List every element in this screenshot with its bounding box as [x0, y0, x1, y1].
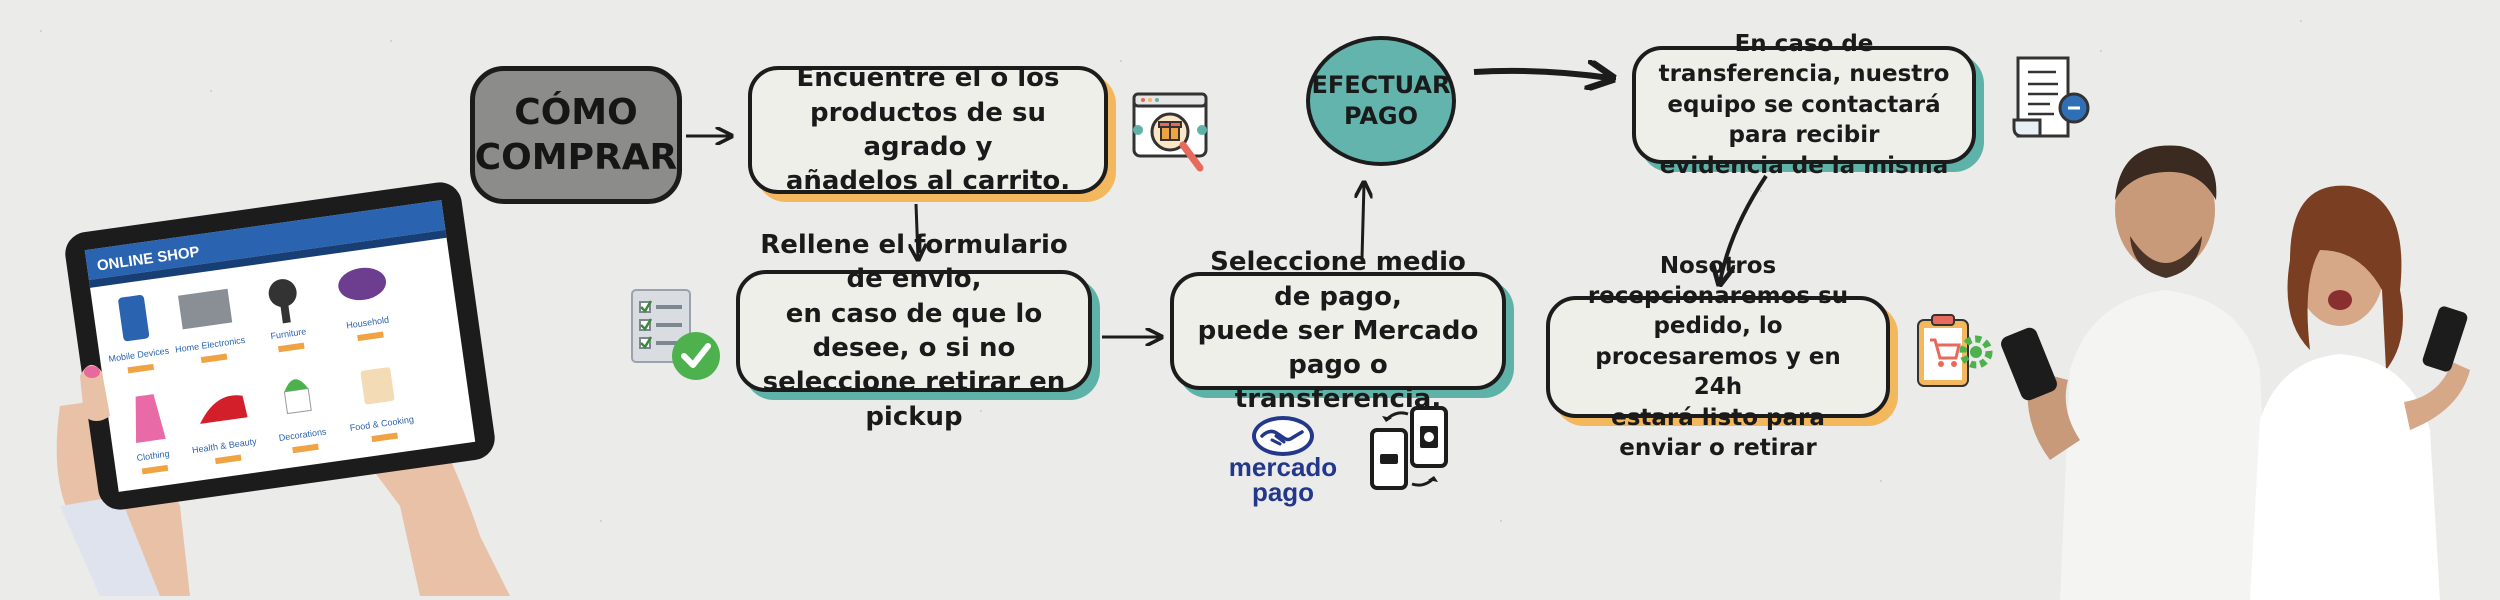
step-payment-method-line-3: transferencia. — [1234, 384, 1442, 415]
step-add-products-line-1: Encuentre el o los — [796, 63, 1060, 94]
product-label: Furniture — [270, 326, 307, 341]
step-receive-line-1: Nosotros recepcionaremos su — [1587, 252, 1849, 310]
title-line-1: CÓMO — [514, 92, 638, 133]
arrow-products-to-form — [916, 203, 918, 258]
step-transfer-line-1: En caso de transferencia, nuestro — [1658, 31, 1950, 88]
step-receive-line-2: pedido, lo procesaremos y en 24h — [1595, 313, 1841, 401]
step-fill-form-line-3: seleccione retirar en pickup — [762, 367, 1066, 432]
step-payment-method: Seleccione medio de pago, puede ser Merc… — [1170, 247, 1506, 414]
step-receive-line-3: estará listo para enviar o retirar — [1611, 404, 1825, 461]
step-fill-form-line-1: Rellene el formulario de envio, — [760, 230, 1068, 295]
step-transfer-line-3: evidencia de la misma — [1659, 152, 1949, 179]
invoice-icon — [2012, 56, 2090, 138]
mobile-transfer-icon — [1370, 406, 1448, 490]
step-add-products-line-3: añadelos al carrito. — [785, 166, 1071, 197]
couple-with-phones-photo — [2001, 145, 2470, 600]
mercado-pago-line-2: pago — [1251, 476, 1315, 507]
step-transfer-line-2: equipo se contactará para recibir — [1667, 91, 1941, 149]
product-label: Clothing — [136, 448, 170, 462]
step-fill-form: Rellene el formulario de envio, en caso … — [736, 230, 1092, 432]
step-transfer: En caso de transferencia, nuestro equipo… — [1632, 31, 1976, 179]
step-pay-circle: EFECTUAR PAGO — [1306, 36, 1456, 166]
cart-clipboard-icon — [1917, 314, 1993, 387]
step-pay-line-1: EFECTUAR — [1311, 70, 1451, 99]
arrow-payment-to-pay — [1362, 184, 1364, 259]
step-add-products-line-2: productos de su agrado y — [810, 97, 1046, 162]
how-to-buy-title: CÓMO COMPRAR — [470, 66, 682, 204]
step-payment-method-line-1: Seleccione medio de pago, — [1210, 247, 1466, 312]
mercado-pago-handshake-icon — [1252, 416, 1314, 456]
step-receive: Nosotros recepcionaremos su pedido, lo p… — [1546, 253, 1890, 461]
checklist-icon — [631, 289, 720, 380]
tablet-online-shop-illustration: ONLINE SHOP Mobile Devices Home Electron… — [56, 182, 510, 596]
step-payment-method-line-2: puede ser Mercado pago o — [1197, 315, 1479, 381]
step-add-products: Encuentre el o los productos de su agrad… — [748, 63, 1108, 196]
step-fill-form-line-2: en caso de que lo desee, o si no — [785, 298, 1043, 363]
web-gift-search-icon — [1132, 92, 1208, 172]
arrow-transfer-to-receive — [1720, 174, 1768, 282]
mercado-pago-logo-text: mercado pago — [1228, 452, 1338, 507]
title-line-2: COMPRAR — [474, 137, 678, 178]
mercado-pago-line-1: mercado — [1228, 452, 1338, 482]
arrow-pay-to-transfer — [1473, 71, 1610, 78]
step-pay-line-2: PAGO — [1343, 102, 1419, 130]
